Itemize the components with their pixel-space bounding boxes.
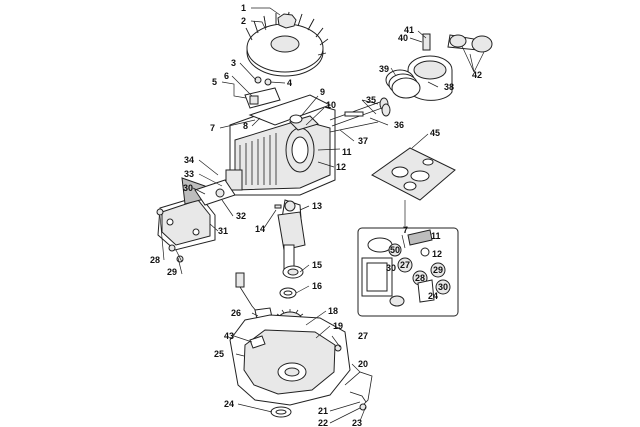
label-32: 32 [236,211,246,221]
connecting-rod [447,34,493,53]
crankshaft [277,199,306,274]
kit-label-50: 50 [390,245,400,255]
label-2: 2 [241,16,246,26]
kit-label-30: 30 [386,263,396,273]
crankshaft-key [274,204,282,209]
label-3: 3 [231,58,236,68]
oil-seal [282,265,304,279]
label-4: 4 [287,78,292,88]
kit-label-30b: 30 [438,282,448,292]
label-14: 14 [255,224,265,234]
label-16: 16 [312,281,322,291]
label-29: 29 [167,267,177,277]
valves [329,97,391,133]
label-24-sump: 24 [224,399,234,409]
label-30-muffler: 30 [183,183,193,193]
kit-label-27: 27 [400,260,410,270]
label-20: 20 [358,359,368,369]
label-10: 10 [326,100,336,110]
label-37: 37 [358,136,368,146]
label-6: 6 [224,71,229,81]
label-23: 23 [352,418,362,427]
label-9: 9 [320,87,325,97]
label-43: 43 [224,331,234,341]
label-35: 35 [366,95,376,105]
label-33: 33 [184,169,194,179]
label-45: 45 [430,128,440,138]
label-28: 28 [150,255,160,265]
throttle-linkage [344,371,373,411]
sump [229,314,351,406]
governor-bracket [244,76,281,109]
label-18: 18 [328,306,338,316]
gasket-kit-bag [371,147,456,201]
kit-label-29: 29 [433,265,443,275]
piston [407,55,453,101]
label-11-block: 11 [342,147,352,157]
label-40: 40 [398,33,408,43]
label-27: 27 [358,331,368,341]
label-31: 31 [218,226,228,236]
label-24-kit: 24 [428,291,438,301]
label-34: 34 [184,155,194,165]
label-7-kit: 7 [403,225,408,235]
piston-rings [385,69,421,99]
flywheel-nut [277,13,297,29]
engine-block [225,94,336,196]
kit-label-28: 28 [415,273,425,283]
sump-gasket [270,406,292,418]
part-labels: 1 2 3 4 5 6 7 8 9 10 11 12 34 33 30 32 3… [150,3,482,427]
label-13: 13 [312,201,322,211]
label-42: 42 [472,70,482,80]
label-11-kit: 11 [431,231,441,241]
label-41: 41 [404,25,414,35]
label-7-block: 7 [210,123,215,133]
label-38: 38 [444,82,454,92]
label-15: 15 [312,260,322,270]
piston-pin [422,33,431,51]
label-25: 25 [214,349,224,359]
label-39: 39 [379,64,389,74]
muffler-gasket [194,179,236,206]
label-8: 8 [243,121,248,131]
label-1: 1 [241,3,246,13]
label-19: 19 [333,321,343,331]
label-12-kit: 12 [432,249,442,259]
label-12-block: 12 [336,162,346,172]
label-22: 22 [318,418,328,427]
valve-cover [289,114,319,131]
label-26: 26 [231,308,241,318]
label-36: 36 [394,120,404,130]
label-21: 21 [318,406,328,416]
flywheel [245,11,329,77]
gasket-kit-box [357,227,459,317]
leader-lines [159,7,485,424]
washer [279,287,297,299]
label-5: 5 [212,77,217,87]
